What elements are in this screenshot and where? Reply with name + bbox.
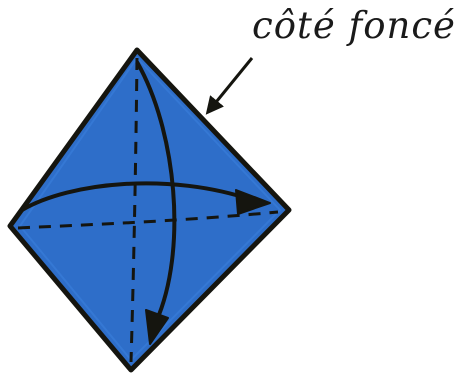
dark-side-label: côté foncé xyxy=(252,4,456,47)
pointer-arrow-icon xyxy=(208,58,252,112)
